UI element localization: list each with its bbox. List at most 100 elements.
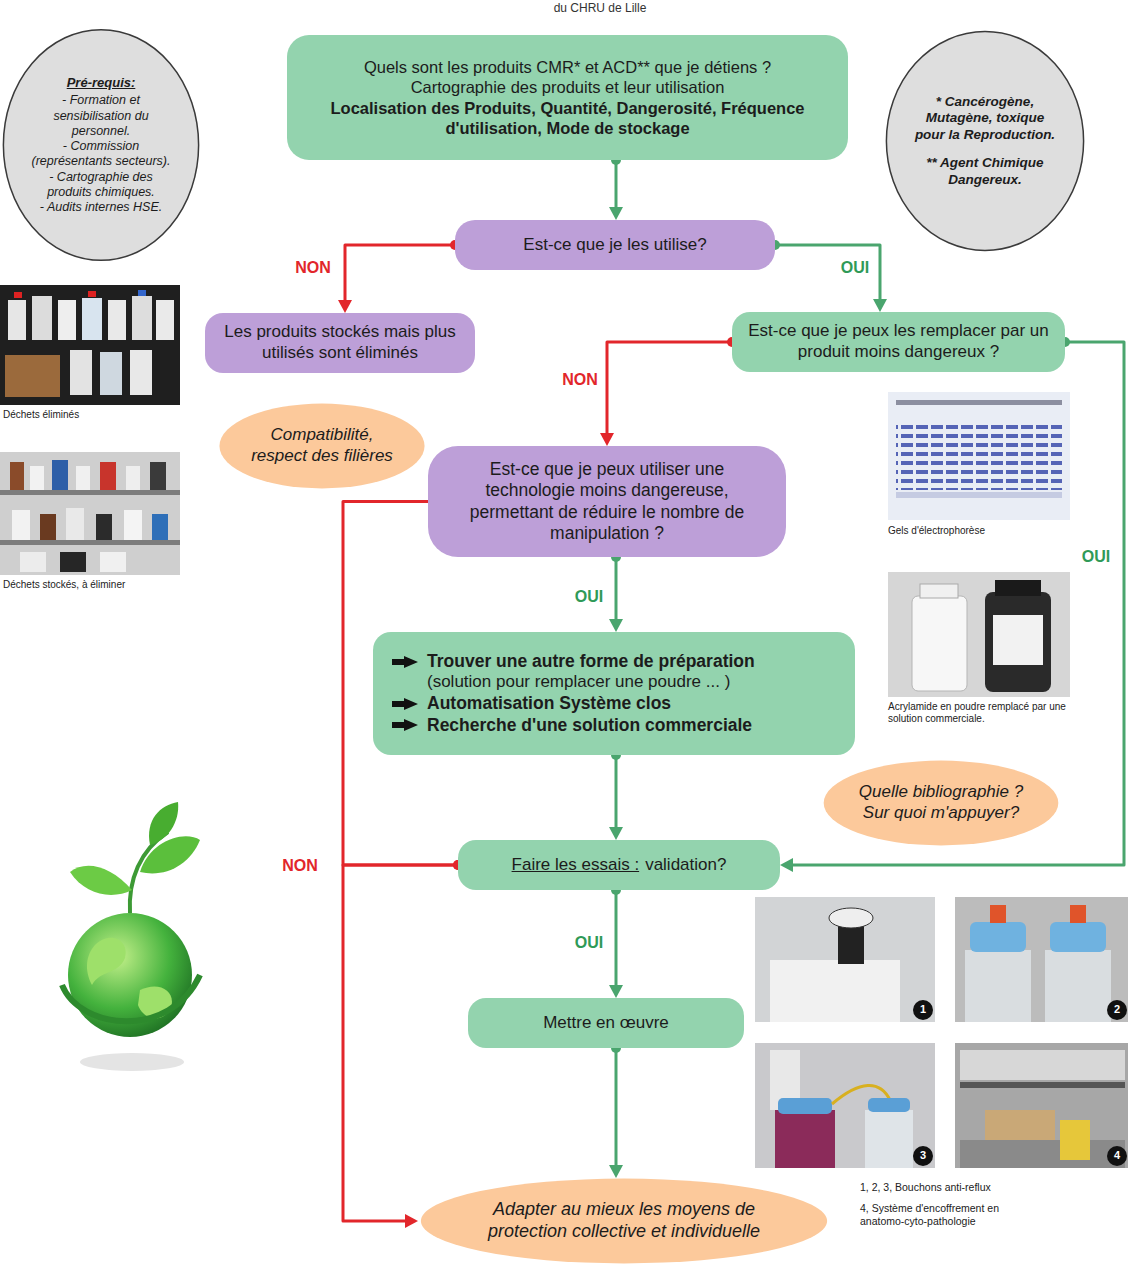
pointing-hand-shape — [392, 698, 418, 710]
branch-label: OUI — [838, 259, 872, 277]
note-ellipse-shape — [421, 1179, 827, 1264]
flow-connector — [615, 755, 618, 829]
shelf — [0, 490, 180, 495]
flow-connector — [615, 890, 618, 987]
note-ellipse-shape — [219, 404, 424, 489]
bottle — [130, 350, 152, 395]
bullet-text: Automatisation Système clos — [427, 693, 671, 714]
node-text: Est-ce que je les utilise? — [523, 235, 706, 256]
bottle — [40, 514, 56, 540]
bottle — [775, 1110, 835, 1168]
bottle — [52, 460, 68, 490]
bullet-row: Trouver une autre forme de préparation — [391, 651, 755, 672]
bottle-cap — [138, 290, 146, 296]
node-text: Faire les essais : — [512, 855, 640, 876]
cardboard-box — [5, 355, 60, 397]
bottle — [150, 462, 166, 490]
inventory-box: Quels sont les produits CMR* et ACD** qu… — [287, 35, 848, 160]
node-text: Est-ce que je peux les remplacer par un … — [744, 321, 1053, 362]
valve — [1070, 905, 1086, 923]
photo-ground — [888, 392, 1070, 520]
filter-funnel — [829, 908, 873, 928]
gel-lanes — [896, 420, 1062, 490]
gel-photo — [888, 392, 1070, 520]
callout-number: 1 — [913, 1003, 933, 1016]
bottle — [10, 462, 24, 490]
photo-ground — [955, 1043, 1128, 1168]
bottle — [100, 462, 116, 490]
photo-caption: Acrylamide en poudre remplacé par une so… — [888, 701, 1068, 725]
node-text: - Commission (représentants secteurs). — [26, 139, 176, 170]
callout-number: 3 — [913, 1149, 933, 1162]
pointing-hand-shape — [392, 656, 418, 668]
photo-ground — [755, 897, 935, 1022]
flow-connector — [775, 245, 880, 301]
anti-reflux-cap — [868, 1098, 910, 1112]
node-text: (solution pour remplacer une poudre ... … — [391, 672, 730, 693]
node-text: Les produits stockés mais plus utilisés … — [217, 322, 463, 363]
bullet-text: Trouver une autre forme de préparation — [427, 651, 755, 672]
bottle-cap — [995, 580, 1041, 596]
continent — [87, 938, 126, 985]
node-text: ** Agent Chimique Dangereux. — [913, 155, 1057, 188]
reflux-photo — [755, 1043, 935, 1168]
branch-label: OUI — [572, 934, 606, 952]
photo-ground — [0, 452, 180, 575]
gel-edge — [896, 492, 1062, 498]
anti-reflux-cap — [970, 922, 1026, 952]
bottle — [152, 514, 168, 540]
pointing-hand-icon — [391, 718, 419, 732]
globe-shadow — [80, 1053, 184, 1071]
prerequisite-circle: Pré-requis:- Formation et sensibilisatio… — [2, 28, 200, 262]
bottle — [865, 1110, 913, 1168]
photo-caption: 1, 2, 3, Bouchons anti-reflux — [860, 1181, 1125, 1194]
branch-label: NON — [292, 259, 334, 277]
node-text: Mettre en œuvre — [543, 1013, 669, 1034]
bottle — [1045, 950, 1111, 1022]
branch-label: OUI — [572, 588, 606, 606]
acrylamide-photo — [888, 572, 1070, 697]
photo-ground — [955, 897, 1128, 1022]
decision-box: Est-ce que je peux les remplacer par un … — [732, 312, 1065, 372]
note-ellipse-shape — [824, 761, 1059, 846]
shelf-photo — [0, 452, 180, 575]
bottle — [156, 300, 174, 340]
action-box: Trouver une autre forme de préparation(s… — [373, 632, 855, 755]
flow-connector — [345, 245, 455, 302]
number-badge — [913, 1146, 933, 1166]
node-text: * Cancérogène, Mutagène, toxique pour la… — [913, 94, 1057, 143]
hood — [960, 1050, 1125, 1080]
node-text: Localisation des Produits, Quantité, Dan… — [307, 98, 828, 138]
bullet-row: Recherche d'une solution commerciale — [391, 715, 752, 736]
bottle — [30, 466, 44, 490]
bottle — [132, 296, 152, 340]
flow-connector — [615, 160, 618, 209]
node-text: Pré-requis: — [67, 75, 136, 91]
bottle — [66, 508, 84, 540]
bottle-cap — [88, 291, 96, 297]
footnote-circle-shape — [886, 32, 1083, 251]
branch-label: NON — [279, 857, 321, 875]
decision-box: Est-ce que je les utilise? — [455, 220, 775, 270]
photo-ground — [888, 572, 1070, 697]
bottle — [108, 300, 126, 340]
note-ellipse: Compatibilité, respect des filières — [218, 403, 426, 489]
node-text: Quelle bibliographie ? Sur quoi m'appuye… — [850, 782, 1032, 823]
bottle — [96, 514, 112, 540]
bottle — [58, 300, 76, 340]
enclosure-photo — [955, 1043, 1128, 1168]
prerequisite-circle-shape — [3, 30, 198, 261]
leaf — [70, 866, 132, 895]
number-badge — [1107, 1146, 1127, 1166]
bottle — [82, 298, 102, 340]
number-badge — [913, 1000, 933, 1020]
bottle — [100, 552, 126, 572]
bottle — [70, 350, 92, 395]
photo-caption: Gels d'électrophorèse — [888, 525, 1070, 537]
bullet-text: Recherche d'une solution commerciale — [427, 715, 752, 736]
result-box: Les produits stockés mais plus utilisés … — [205, 313, 475, 373]
leaf — [140, 836, 200, 873]
photo-ground — [755, 1043, 935, 1168]
